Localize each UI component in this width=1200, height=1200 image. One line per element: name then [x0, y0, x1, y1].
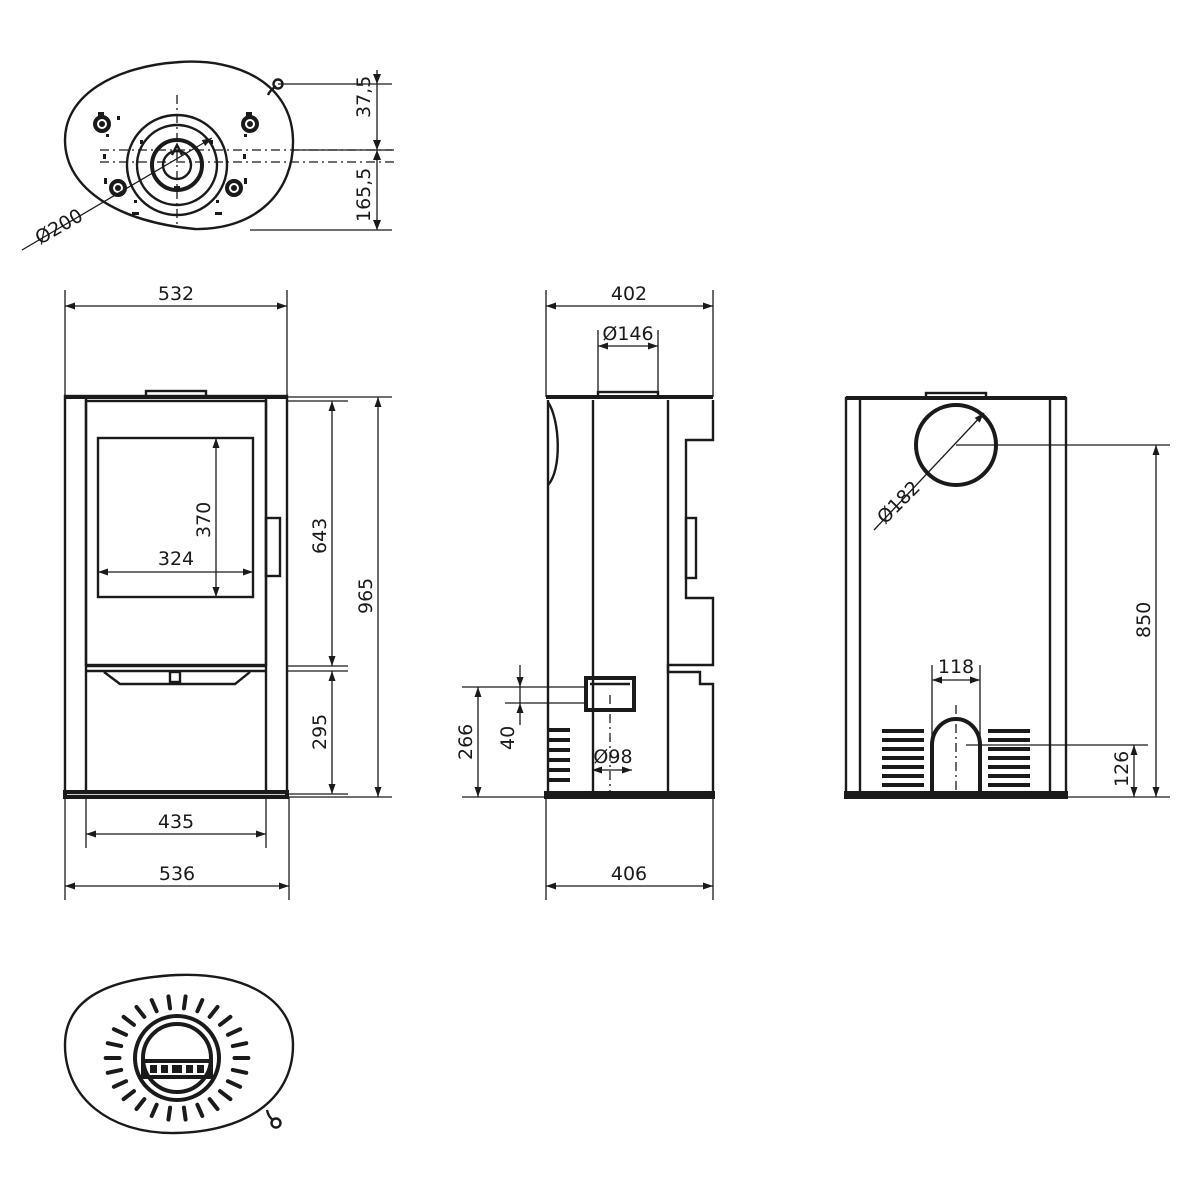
- dim-126-label: 126: [1111, 751, 1133, 787]
- d200-leader: [21, 137, 213, 251]
- side-door-bulge: [546, 401, 559, 486]
- vent-slot: [181, 1105, 188, 1122]
- vent-slot: [134, 1004, 147, 1019]
- vent-slot: [121, 1014, 136, 1027]
- dim-118-label: 118: [938, 656, 974, 678]
- vent-slot: [149, 998, 159, 1014]
- dim-435-label: 435: [158, 811, 194, 833]
- vent-slot: [218, 1014, 233, 1027]
- dim-965-label: 965: [355, 578, 377, 614]
- vent-slot: [111, 1027, 129, 1037]
- dim-402-label: 402: [611, 283, 647, 305]
- vent-slot: [134, 1097, 147, 1112]
- side-vents: [548, 728, 570, 782]
- d182-leader: [873, 412, 985, 531]
- front-view: 532 370 324 643 295 965 435 536: [63, 283, 392, 900]
- bottom-grate-slots: [150, 1065, 204, 1073]
- top-view-outline: [63, 60, 295, 231]
- bottom-view: [63, 973, 295, 1135]
- front-ashpan-lip: [103, 671, 251, 686]
- bottom-handle-hook: [265, 1109, 274, 1121]
- front-ashpan-tab: [168, 670, 182, 684]
- dim-266-label: 266: [455, 724, 477, 760]
- top-view: Ø200 37,5 165,5: [21, 60, 395, 251]
- dim-40-label: 40: [497, 726, 519, 750]
- front-base: [63, 790, 289, 799]
- bottom-view-outline: [63, 973, 295, 1135]
- vent-slot: [121, 1089, 136, 1102]
- bottom-radial-vents: [103, 994, 251, 1122]
- dim-370-label: 370: [193, 502, 215, 538]
- rear-view: Ø182 118 126 850: [844, 391, 1170, 799]
- front-glass: [96, 436, 255, 599]
- rear-vents-right: [988, 729, 1030, 787]
- bottom-grate-bar: [141, 1059, 213, 1079]
- bottom-handle-knob: [270, 1117, 282, 1129]
- vent-slot: [195, 998, 205, 1014]
- vent-slot: [166, 994, 173, 1011]
- dim-146-label: Ø146: [602, 323, 653, 345]
- vent-slot: [111, 1079, 129, 1089]
- dim-536-label: 536: [159, 863, 195, 885]
- dim-37-5-label: 37,5: [353, 76, 375, 118]
- vent-slot: [195, 1102, 205, 1118]
- dim-arrows-top-view: [373, 74, 381, 230]
- vent-slot: [181, 994, 188, 1011]
- flue-bracket: [170, 142, 184, 156]
- dim-165-5-label: 165,5: [353, 168, 375, 222]
- front-door: [84, 399, 268, 667]
- side-handle: [684, 516, 698, 580]
- side-outlet-cap: [596, 390, 660, 399]
- vent-slot: [230, 1067, 249, 1075]
- leg-bolts: [93, 115, 259, 197]
- vent-slot: [105, 1041, 124, 1049]
- side-body-outline: [546, 400, 715, 796]
- side-view: 402 Ø146 Ø98 266 40 406: [455, 283, 715, 900]
- dim-643-label: 643: [309, 518, 331, 554]
- front-handle: [264, 516, 282, 578]
- vent-slot: [225, 1079, 243, 1089]
- front-top-cap: [144, 389, 208, 399]
- bottom-inner-ring: [141, 1022, 213, 1094]
- vent-slot: [207, 1097, 220, 1112]
- dim-532-label: 532: [158, 283, 194, 305]
- vent-slot: [218, 1089, 233, 1102]
- dim-295-label: 295: [309, 714, 331, 750]
- dim-98-label: Ø98: [593, 746, 632, 768]
- bottom-outer-ring: [133, 1014, 221, 1102]
- dim-324-label: 324: [158, 548, 194, 570]
- side-base: [544, 791, 715, 799]
- rear-body: [844, 396, 1068, 798]
- rear-vents-left: [882, 729, 924, 787]
- vent-slot: [230, 1041, 249, 1049]
- vent-slot: [166, 1105, 173, 1122]
- d200-label: Ø200: [32, 205, 87, 250]
- small-marks: [98, 112, 252, 215]
- vent-slot: [225, 1027, 243, 1037]
- dim-406-label: 406: [611, 863, 647, 885]
- vent-slot: [149, 1102, 159, 1118]
- dim-850-label: 850: [1133, 602, 1155, 638]
- vent-slot: [207, 1004, 220, 1019]
- rear-base: [844, 791, 1068, 799]
- vent-slot: [105, 1067, 124, 1075]
